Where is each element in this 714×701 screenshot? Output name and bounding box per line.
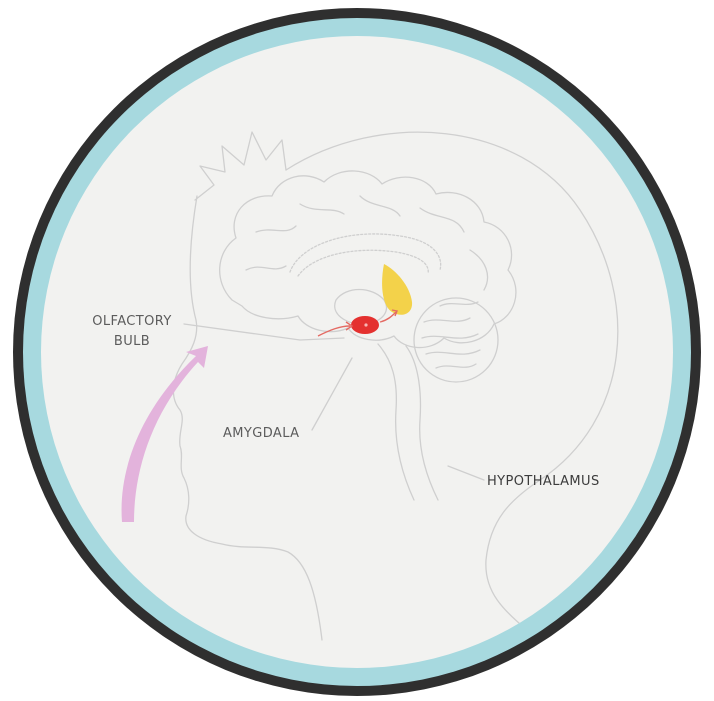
olfactory-label-line1: OLFACTORY bbox=[82, 312, 182, 332]
frame-inner-disc bbox=[41, 36, 673, 668]
amygdala-label: AMYGDALA bbox=[223, 424, 299, 444]
hypothalamus-label: HYPOTHALAMUS bbox=[487, 472, 600, 492]
amygdala-highlight bbox=[364, 323, 367, 326]
olfactory-bulb-label: OLFACTORY BULB bbox=[82, 312, 182, 352]
olfactory-label-line2: BULB bbox=[82, 332, 182, 352]
